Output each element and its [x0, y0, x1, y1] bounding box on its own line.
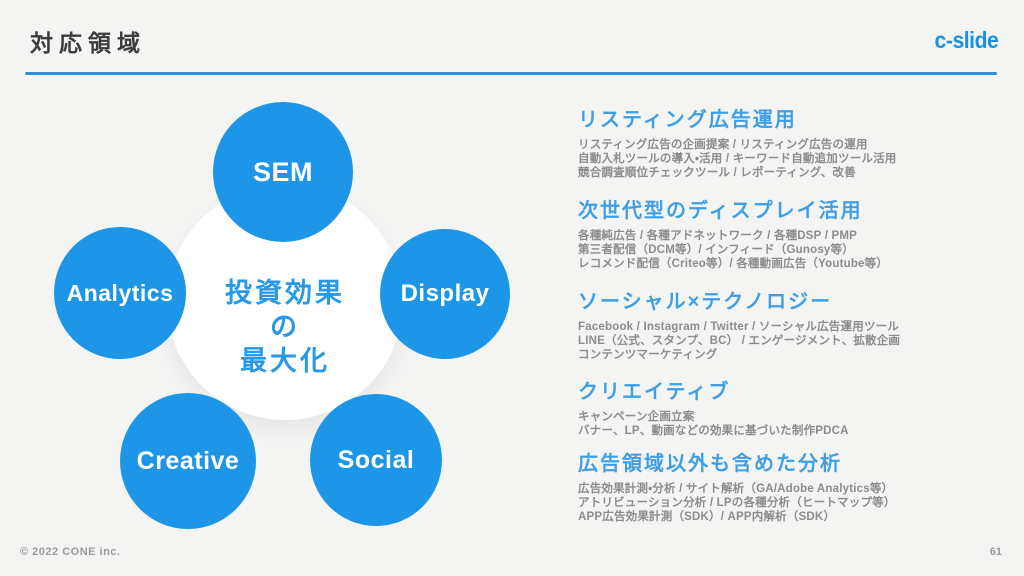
section-heading: リスティング広告運用	[578, 109, 797, 131]
section-body-line: 第三者配信（DCM等）/ インフィード（Gunosy等）	[578, 243, 854, 256]
bubble-display: Display	[380, 229, 510, 359]
section-body-line: Facebook / Instagram / Twitter / ソーシャル広告…	[578, 321, 900, 333]
bubble-label: Display	[400, 280, 490, 307]
section-analytics: 広告領域以外も含めた分析 広告効果計測・分析 / サイト解析（GA/Adobe …	[578, 447, 1014, 524]
section-heading: 広告領域以外も含めた分析	[578, 453, 842, 475]
bubble-label: SEM	[252, 156, 313, 187]
section-creative: クリエイティブ キャンペーン企画立案 バナー、LP、動画などの効果に基づいた制作…	[578, 375, 1014, 439]
bubble-label: Social	[337, 445, 415, 474]
section-body-line: LINE（公式、スタンプ、BC） / エンゲージメント、拡散企画	[578, 334, 901, 347]
section-body-line: レコメンド配信（Criteo等）/ 各種動画広告（Youtube等）	[578, 257, 889, 270]
c-slide-logo: c-slide	[934, 27, 998, 53]
center-goal-line: 最大化	[240, 346, 330, 376]
bubble-analytics: Analytics	[54, 227, 186, 359]
section-social-technology: ソーシャル×テクノロジー Facebook / Instagram / Twit…	[578, 285, 1014, 362]
center-goal-text: 投資効果 の 最大化	[167, 184, 403, 420]
title-underline	[25, 72, 997, 75]
section-body-line: 自動入札ツールの導入・活用 / キーワード自動追加ツール活用	[578, 152, 897, 165]
center-goal-line: の	[270, 312, 300, 342]
section-body-line: コンテンツマーケティング	[578, 348, 718, 361]
section-body-line: リスティング広告の企画提案 / リスティング広告の運用	[578, 139, 868, 151]
section-heading: クリエイティブ	[578, 381, 731, 403]
section-listing-ads: リスティング広告運用 リスティング広告の企画提案 / リスティング広告の運用 自…	[578, 103, 1014, 180]
bubble-creative: Creative	[120, 393, 256, 529]
page-number: 61	[989, 546, 1002, 558]
section-body-line: キャンペーン企画立案	[578, 411, 695, 423]
bubble-social: Social	[310, 394, 442, 526]
section-body-line: バナー、LP、動画などの効果に基づいた制作PDCA	[578, 424, 849, 437]
bubble-sem: SEM	[213, 102, 353, 242]
bubble-label: Analytics	[66, 279, 174, 306]
section-body-line: 競合調査順位チェックツール / レポーティング、改善	[578, 166, 856, 179]
section-body-line: APP広告効果計測（SDK）/ APP内解析（SDK）	[578, 510, 836, 523]
section-body-line: 広告効果計測・分析 / サイト解析（GA/Adobe Analytics等）	[578, 483, 894, 495]
section-heading: ソーシャル×テクノロジー	[578, 291, 833, 313]
bubble-label: Creative	[136, 446, 240, 475]
section-display-ads: 次世代型のディスプレイ活用 各種純広告 / 各種アドネットワーク / 各種DSP…	[578, 194, 1014, 271]
section-body-line: 各種純広告 / 各種アドネットワーク / 各種DSP / PMP	[578, 230, 858, 242]
section-heading: 次世代型のディスプレイ活用	[578, 200, 863, 222]
copyright: © 2022 CONE inc.	[20, 546, 121, 558]
section-body-line: アトリビューション分析 / LPの各種分析（ヒートマップ等）	[578, 496, 896, 509]
page-title: 対応領域	[30, 30, 146, 56]
center-goal-line: 投資効果	[225, 278, 345, 308]
